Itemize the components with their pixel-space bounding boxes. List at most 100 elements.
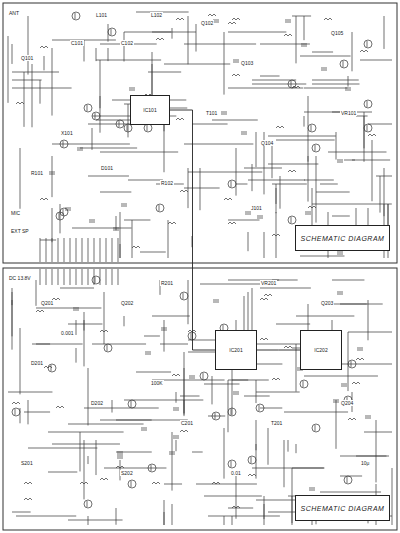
part-label: S202 — [120, 470, 134, 476]
transistor-symbol — [128, 480, 136, 488]
wire — [184, 188, 220, 189]
wire — [248, 180, 305, 181]
capacitor-symbol — [145, 352, 151, 354]
transistor-base — [183, 293, 184, 299]
wire — [328, 152, 387, 153]
transistor-symbol — [180, 292, 188, 300]
wire — [244, 396, 270, 397]
wire — [124, 32, 196, 33]
wire — [188, 172, 262, 173]
capacitor-symbol — [337, 292, 343, 294]
capacitor-symbol — [141, 428, 147, 430]
transistor-symbol — [128, 400, 136, 408]
wire — [12, 80, 42, 81]
ic-box: IC201 — [215, 330, 257, 370]
transistor-symbol — [364, 100, 372, 108]
resistor-symbol — [12, 402, 20, 404]
transistor-symbol — [312, 144, 320, 152]
part-label: 10μ — [360, 460, 370, 466]
wire — [260, 76, 280, 77]
bus-wire — [58, 238, 59, 262]
wire — [236, 184, 247, 185]
wire — [164, 484, 182, 485]
wire — [200, 168, 201, 210]
wire — [260, 408, 282, 409]
bus-wire — [88, 269, 89, 285]
wire — [336, 132, 337, 160]
bus-wire — [76, 269, 77, 285]
wire — [224, 428, 225, 479]
transistor-base — [191, 333, 192, 339]
wire — [68, 424, 144, 425]
part-label: Q204 — [340, 400, 354, 406]
wire — [252, 468, 324, 469]
wire — [128, 180, 163, 181]
resistor-symbol — [172, 374, 180, 376]
transistor-base — [291, 81, 292, 87]
part-label: X101 — [60, 130, 74, 136]
wire — [236, 148, 237, 196]
part-label: D101 — [100, 165, 114, 171]
resistor-symbol — [156, 38, 164, 40]
wire — [8, 36, 9, 103]
wire — [292, 468, 293, 523]
wire — [116, 420, 188, 421]
bus-wire — [118, 269, 119, 285]
wire — [88, 456, 89, 464]
capacitor-symbol — [173, 436, 179, 438]
wire — [280, 176, 281, 209]
wire — [304, 116, 305, 127]
transistor-base — [63, 209, 64, 215]
node-text: SCHEMATIC DIAGRAM — [301, 235, 385, 242]
resistor-symbol — [260, 298, 268, 300]
resistor-symbol — [176, 118, 184, 120]
capacitor-symbol — [189, 376, 195, 378]
transistor-symbol — [228, 180, 236, 188]
wire — [208, 416, 225, 417]
wire — [168, 220, 169, 258]
capacitor-symbol — [345, 88, 351, 90]
transistor-symbol — [108, 28, 116, 36]
wire — [88, 368, 89, 425]
transistor-base — [107, 345, 108, 351]
wire — [268, 164, 318, 165]
part-label: R102 — [160, 180, 174, 186]
wire — [188, 352, 217, 353]
wire — [252, 84, 306, 85]
transistor-base — [231, 181, 232, 187]
transistor-symbol — [60, 208, 68, 216]
capacitor-symbol — [117, 452, 123, 454]
capacitor-symbol — [233, 392, 239, 394]
wire — [196, 484, 257, 485]
wire-connector — [170, 110, 215, 350]
transistor-symbol — [72, 12, 80, 20]
bus-wire — [70, 269, 71, 285]
wire — [60, 288, 94, 289]
wire — [348, 332, 349, 391]
wire — [12, 512, 31, 513]
wire — [88, 176, 129, 177]
wire — [224, 516, 225, 525]
wire — [176, 440, 177, 451]
transistor-base — [367, 101, 368, 107]
resistor-symbol — [288, 170, 296, 172]
resistor-symbol — [232, 18, 240, 20]
resistor-symbol — [24, 498, 32, 500]
resistor-symbol — [40, 198, 48, 200]
wire — [304, 16, 305, 40]
wire — [268, 428, 269, 465]
part-label: C201 — [180, 420, 194, 426]
wire — [48, 432, 124, 433]
wire — [364, 432, 392, 433]
part-label: VR201 — [260, 280, 277, 286]
part-label: 0.001 — [60, 330, 75, 336]
wire — [228, 508, 253, 509]
transistor-symbol — [340, 60, 348, 68]
transistor-symbol — [104, 344, 112, 352]
wire — [284, 412, 348, 413]
capacitor-symbol — [245, 212, 251, 214]
wire — [192, 124, 228, 125]
wire — [352, 32, 353, 71]
transistor-symbol — [60, 140, 68, 148]
